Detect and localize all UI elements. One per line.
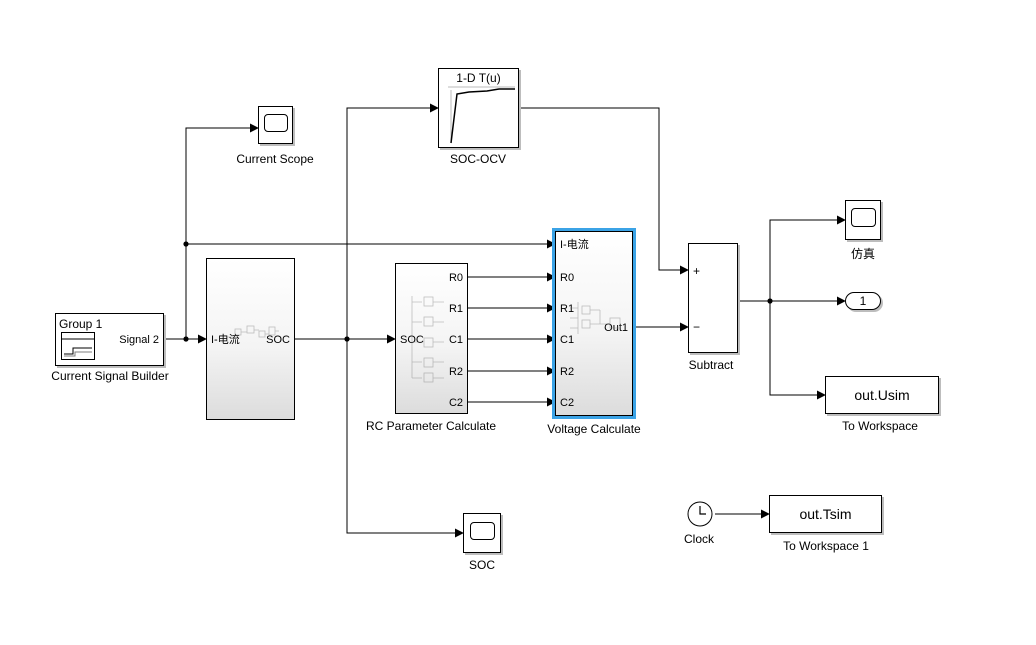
- wire-soc-to-lookup: [346, 103, 439, 339]
- branch-point: [344, 336, 350, 342]
- soc-scope-label: SOC: [468, 558, 496, 572]
- voltage-input-port-r0: R0: [560, 272, 575, 284]
- soc-subsystem-output-port: SOC: [266, 334, 290, 346]
- soc-subsystem-input-port: I-电流: [211, 334, 240, 346]
- wire-soc-to-scope: [346, 339, 464, 538]
- lookup-title: 1-D T(u): [456, 71, 501, 85]
- branch-point: [183, 241, 189, 247]
- subsystem-preview-icon: [227, 325, 279, 338]
- subtract-plus-port: +: [693, 264, 701, 278]
- clock-icon[interactable]: [686, 501, 716, 529]
- soc-ocv-lookup-block[interactable]: 1-D T(u): [438, 68, 519, 148]
- voltage-output-port: Out1: [604, 322, 628, 334]
- lookup-curve-icon: [448, 86, 515, 144]
- signal-builder-block[interactable]: Group 1 Signal 2: [55, 313, 164, 366]
- signal-builder-icon: [61, 332, 95, 360]
- rc-input-port-soc: SOC: [400, 334, 424, 346]
- wire-ocv-to-subtract: [519, 107, 689, 275]
- rc-output-port-r2: R2: [448, 366, 463, 378]
- branch-point: [183, 336, 189, 342]
- simulation-scope-block[interactable]: [845, 200, 881, 240]
- subtract-block[interactable]: + −: [688, 243, 738, 353]
- branch-point: [767, 298, 773, 304]
- to-workspace-block[interactable]: out.Usim: [825, 376, 939, 414]
- rc-output-port-r0: R0: [448, 272, 463, 284]
- subtract-minus-port: −: [693, 320, 701, 334]
- signal-builder-group-label: Group 1: [59, 317, 103, 331]
- rc-parameter-label: RC Parameter Calculate: [365, 419, 497, 433]
- soc-scope-block[interactable]: [463, 513, 501, 553]
- voltage-input-port-current: I-电流: [560, 239, 589, 251]
- voltage-input-port-r2: R2: [560, 366, 575, 378]
- to-workspace-variable: out.Usim: [854, 387, 910, 403]
- rc-output-port-c2: C2: [448, 397, 463, 409]
- selection-highlight: [552, 228, 636, 419]
- to-workspace1-label: To Workspace 1: [783, 539, 869, 553]
- outport-block[interactable]: 1: [845, 292, 881, 310]
- current-scope-block[interactable]: [258, 106, 293, 144]
- signal-builder-output-port: Signal 2: [119, 334, 159, 346]
- lookup-label: SOC-OCV: [449, 152, 507, 166]
- simulation-scope-label: 仿真: [850, 247, 876, 261]
- current-scope-label: Current Scope: [236, 152, 314, 166]
- clock-label: Clock: [683, 532, 715, 546]
- scope-icon: [851, 208, 876, 227]
- to-workspace1-block[interactable]: out.Tsim: [769, 495, 882, 533]
- rc-preview-icon: [411, 296, 444, 383]
- voltage-calculate-block[interactable]: I-电流 R0 R1 C1 R2 C2 Out1: [555, 231, 633, 416]
- scope-icon: [470, 522, 495, 540]
- rc-output-port-r1: R1: [448, 303, 463, 315]
- wire-subtract-to-scope: [769, 215, 846, 301]
- voltage-input-port-c2: C2: [560, 397, 575, 409]
- wire-current-branch-scope: [185, 123, 259, 339]
- signal-builder-label: Current Signal Builder: [51, 369, 169, 383]
- voltage-calculate-label: Voltage Calculate: [547, 422, 641, 436]
- rc-output-port-c1: C1: [448, 334, 463, 346]
- rc-parameter-calculate-block[interactable]: SOC R0 R1 C1 R2 C2: [395, 263, 468, 414]
- to-workspace-label: To Workspace: [842, 419, 918, 433]
- scope-icon: [264, 114, 288, 132]
- voltage-input-port-r1: R1: [560, 303, 575, 315]
- subtract-label: Subtract: [688, 358, 734, 372]
- wire-subtract-to-workspace: [769, 301, 826, 400]
- voltage-preview-icon: [570, 302, 621, 334]
- to-workspace1-variable: out.Tsim: [799, 506, 852, 522]
- voltage-input-port-c1: C1: [560, 334, 575, 346]
- soc-estimation-subsystem[interactable]: I-电流 SOC: [206, 258, 295, 420]
